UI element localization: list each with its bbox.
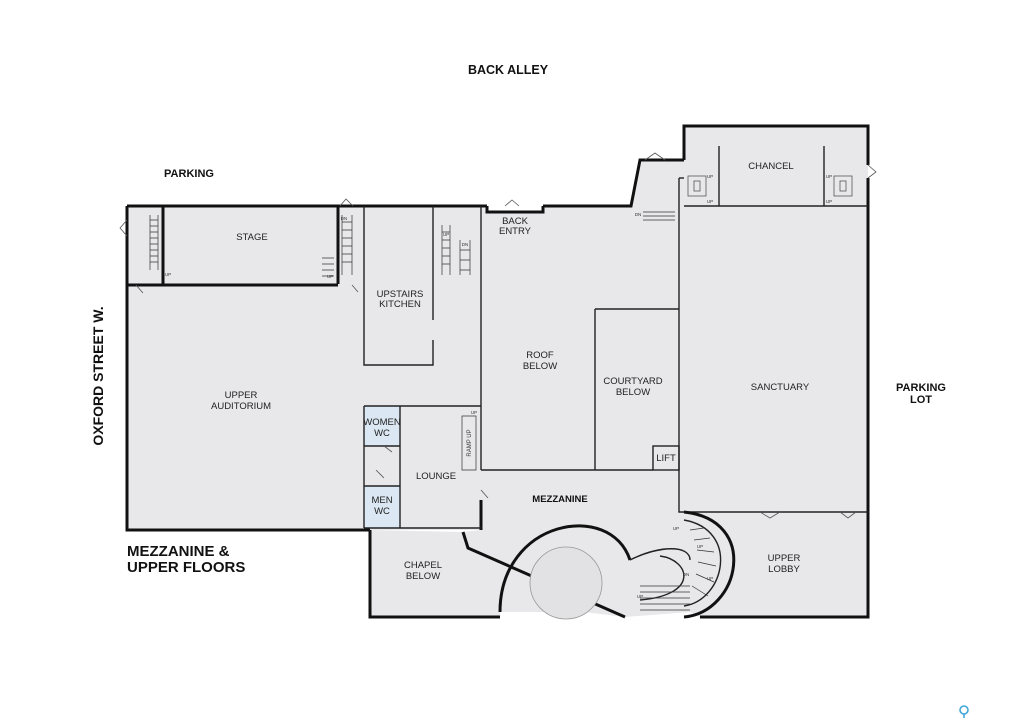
back-alley-label: BACK ALLEY (468, 63, 549, 77)
room-lobby-1: UPPER (768, 553, 801, 564)
ramp-up-label: RAMP UP (467, 429, 473, 456)
curved-stair (498, 510, 736, 620)
room-roof-below-1: ROOF (526, 350, 554, 361)
stair-mark-up: UP (471, 410, 477, 415)
parking-lot-label-1: PARKING (896, 382, 946, 394)
room-chapel-2: BELOW (406, 571, 440, 582)
room-courtyard-2: BELOW (616, 387, 650, 398)
parking-lot-label-2: LOT (910, 394, 932, 406)
room-women-wc-2: WC (374, 428, 390, 439)
room-lobby-2: LOBBY (768, 564, 800, 575)
doors (119, 152, 877, 519)
stair-mark-up: UP (165, 272, 171, 277)
stair-mark-up: UP (826, 199, 832, 204)
floor-title-2: UPPER FLOORS (127, 559, 245, 576)
stair-marks: UP DN UP UP DN UP UP UP UP DN UP UP UP D… (165, 174, 832, 599)
room-men-wc-1: MEN (371, 495, 392, 506)
stairs (149, 175, 853, 471)
room-lounge: LOUNGE (416, 471, 456, 482)
room-fills (127, 126, 868, 617)
room-men-wc-2: WC (374, 506, 390, 517)
stair-mark-up: UP (637, 594, 643, 599)
room-back-entry-2: ENTRY (499, 226, 532, 237)
stair-mark-up: UP (697, 544, 703, 549)
stair-mark-dn: DN (462, 242, 469, 247)
room-kitchen-2: KITCHEN (379, 299, 421, 310)
stair-mark-up: UP (327, 274, 333, 279)
stair-mark-dn: DN (635, 212, 642, 217)
room-chapel-1: CHAPEL (404, 560, 442, 571)
stair-mark-up: UP (707, 576, 713, 581)
floor-title-1: MEZZANINE & (127, 543, 230, 560)
stair-mark-up: UP (673, 526, 679, 531)
map-pin-icon (959, 705, 969, 718)
parking-top-label: PARKING (164, 168, 214, 180)
room-auditorium-1: UPPER (225, 390, 258, 401)
room-women-wc-1: WOMEN (363, 417, 401, 428)
room-kitchen-1: UPSTAIRS (377, 289, 424, 300)
room-sanctuary: SANCTUARY (751, 382, 810, 393)
stair-mark-up: UP (707, 174, 713, 179)
stair-mark-dn: DN (683, 572, 690, 577)
room-lift: LIFT (656, 453, 676, 464)
room-chancel: CHANCEL (748, 161, 793, 172)
stair-mark-up: UP (826, 174, 832, 179)
room-auditorium-2: AUDITORIUM (211, 401, 271, 412)
room-back-entry-1: BACK (502, 216, 529, 227)
room-mezzanine: MEZZANINE (532, 494, 587, 505)
room-roof-below-2: BELOW (523, 361, 557, 372)
stair-mark-up: UP (443, 232, 449, 237)
stair-mark-dn: DN (341, 216, 348, 221)
room-stage: STAGE (236, 232, 268, 243)
oxford-street-label: OXFORD STREET W. (90, 306, 106, 445)
stair-mark-up: UP (707, 199, 713, 204)
room-courtyard-1: COURTYARD (603, 376, 662, 387)
